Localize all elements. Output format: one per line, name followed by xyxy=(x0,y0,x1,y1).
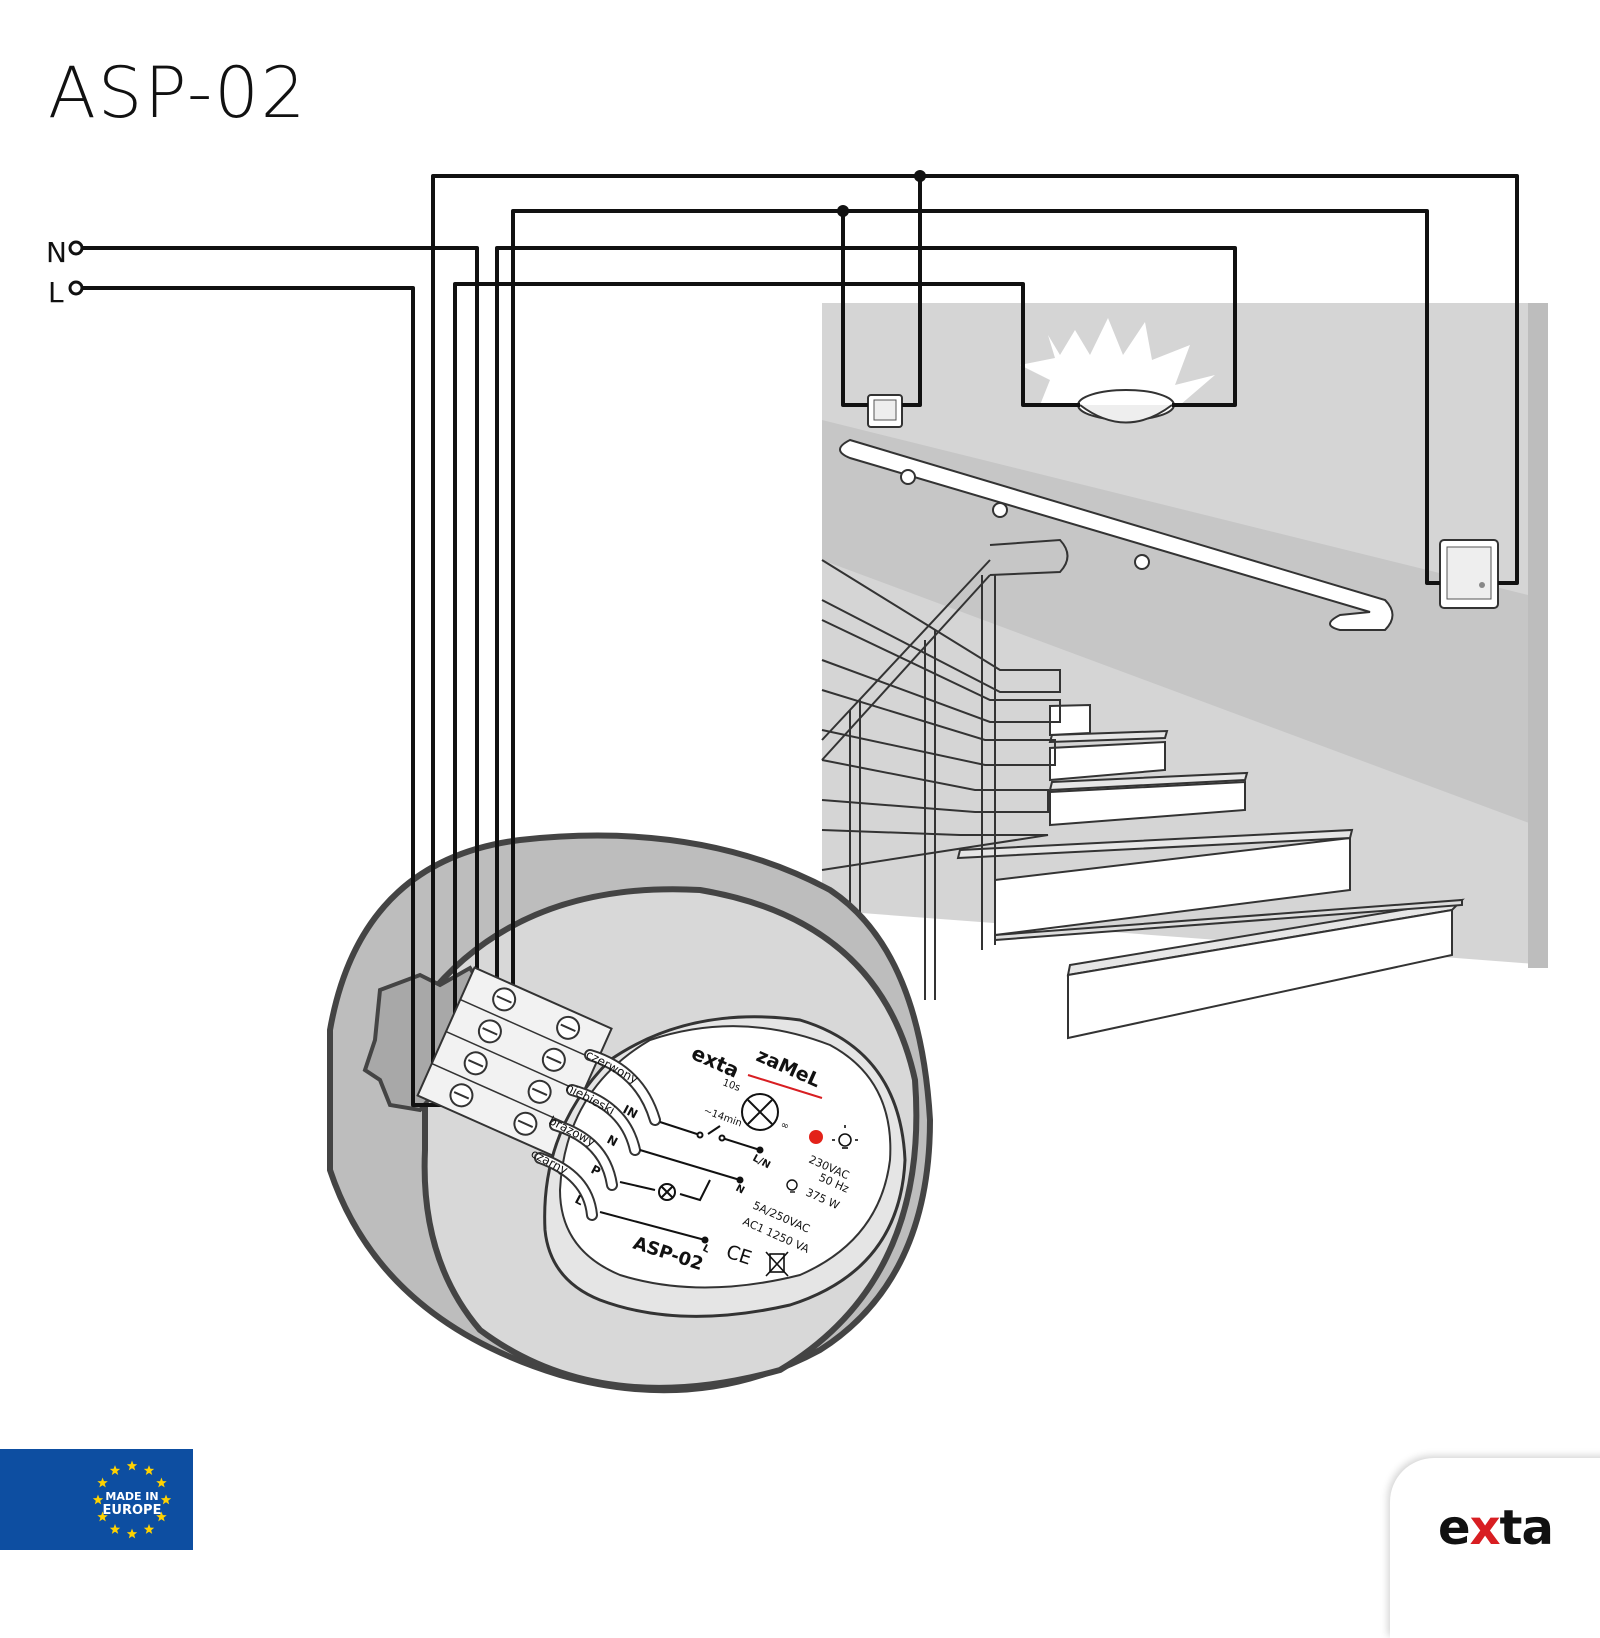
made-in-label: MADE IN xyxy=(105,1490,158,1503)
stairs xyxy=(956,703,1465,1040)
neutral-label: N xyxy=(46,236,67,269)
bulb-icon xyxy=(832,1125,858,1149)
button-signal-wire xyxy=(511,209,1440,995)
lamp-line-wire xyxy=(453,282,1080,1075)
push-button-upper xyxy=(867,394,903,428)
terminal-block xyxy=(416,966,613,1158)
eu-star xyxy=(156,1511,167,1522)
timer-knob xyxy=(741,1093,779,1131)
weee-bin-icon xyxy=(765,1251,789,1277)
device-face-schematic xyxy=(599,1121,764,1244)
line-terminal xyxy=(68,280,84,296)
eu-stars xyxy=(92,1460,172,1539)
balustrade xyxy=(821,538,1069,1000)
lamp-glow xyxy=(1020,318,1215,405)
line-label: L xyxy=(48,276,64,309)
eu-star xyxy=(109,1465,121,1475)
asp02-module: czerwony niebieski brązowy czarny IN N P… xyxy=(529,1015,907,1318)
logo-suffix: ta xyxy=(1499,1500,1554,1556)
logo-prefix: e xyxy=(1438,1500,1471,1556)
lamp-neutral-wire xyxy=(495,246,1237,1025)
wall-handrail xyxy=(839,438,1394,631)
staircase-scene xyxy=(821,303,1548,1040)
wiring-diagram: N L xyxy=(46,170,1548,1539)
upper-button-common xyxy=(902,176,922,407)
eu-star xyxy=(97,1477,108,1488)
wires xyxy=(82,174,1519,1107)
page-title: ASP-02 xyxy=(48,52,308,134)
wall-edge xyxy=(1528,303,1548,968)
eu-star xyxy=(126,1460,138,1471)
terminal-label: IN xyxy=(621,1102,640,1121)
neutral-supply-wire xyxy=(82,246,479,1045)
eu-star xyxy=(92,1494,104,1505)
continuous-symbol: ∞ xyxy=(779,1119,791,1132)
eu-star xyxy=(160,1494,172,1505)
eu-star xyxy=(109,1523,121,1534)
eu-star xyxy=(156,1477,167,1488)
status-led xyxy=(809,1130,823,1144)
eu-star xyxy=(97,1511,108,1522)
upper-button-signal xyxy=(841,211,868,407)
button-common-wire xyxy=(431,174,1519,1090)
exta-logo: exta xyxy=(1438,1500,1554,1556)
line-supply-wire xyxy=(82,286,460,1107)
junction-dot xyxy=(837,205,849,217)
europe-label: EUROPE xyxy=(103,1503,162,1518)
junction-dot xyxy=(914,170,926,182)
eu-star xyxy=(126,1528,138,1539)
eu-star xyxy=(143,1523,155,1534)
logo-accent: x xyxy=(1469,1500,1501,1556)
push-button-lower xyxy=(1439,539,1499,609)
wall-shadow-band xyxy=(822,420,1548,830)
eu-star xyxy=(143,1465,155,1475)
schematic-mark: L xyxy=(701,1243,712,1256)
neutral-terminal xyxy=(68,240,84,256)
bulb-icon-small xyxy=(786,1179,798,1193)
